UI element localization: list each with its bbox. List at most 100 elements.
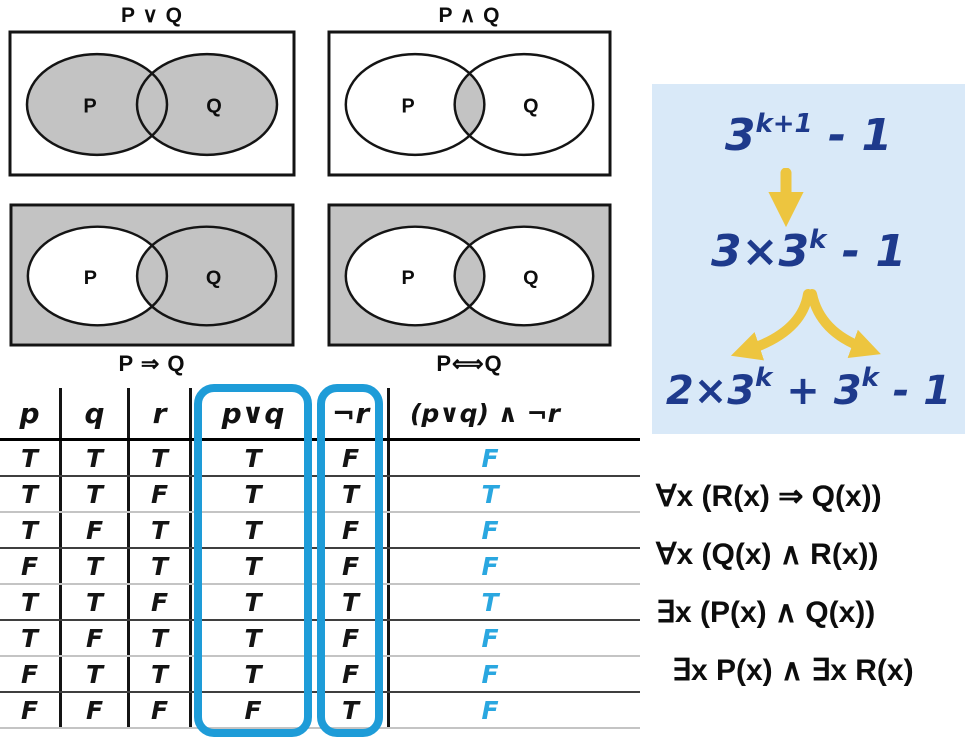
induction-step-2: 3×3k - 1: [652, 225, 965, 277]
truth-value: T: [130, 513, 192, 547]
truth-value: T: [244, 443, 262, 473]
formula-exists-p-and-exists-r: ∃x P(x) ∧ ∃x R(x): [672, 654, 914, 687]
header-not-r: ¬r: [314, 388, 390, 438]
step1-base: 3: [724, 110, 756, 161]
result-value: T: [481, 587, 499, 617]
step3-tail: - 1: [878, 368, 952, 414]
result-value: F: [481, 659, 499, 689]
venn-or-diagram: P Q: [8, 30, 296, 177]
truth-value: T: [314, 477, 390, 511]
truth-value: T: [314, 693, 390, 727]
truth-value: F: [314, 513, 390, 547]
header-q: q: [62, 388, 130, 438]
induction-panel: 3k+1 - 1 3×3k - 1 2×3k + 3k - 1: [652, 84, 965, 434]
truth-value: T: [244, 479, 262, 509]
truth-value: T: [62, 585, 130, 619]
truth-value: T: [0, 585, 62, 619]
truth-value: T: [244, 551, 262, 581]
truth-value: T: [130, 441, 192, 475]
truth-value: F: [0, 549, 62, 583]
truth-value: T: [244, 623, 262, 653]
step1-tail: - 1: [812, 110, 893, 161]
p-set-label: P: [83, 96, 96, 118]
header-r: r: [130, 388, 192, 438]
truth-value: T: [314, 585, 390, 619]
truth-value: F: [314, 621, 390, 655]
truth-value: T: [62, 441, 130, 475]
result-value: T: [481, 479, 499, 509]
truth-value: F: [314, 549, 390, 583]
truth-value: T: [130, 549, 192, 583]
formula-forall-r-implies-q: ∀x (R(x) ⇒ Q(x)): [656, 480, 882, 513]
truth-value: F: [130, 477, 192, 511]
p-set-label: P: [402, 267, 415, 289]
step2-exponent: k: [809, 225, 827, 255]
step2-base: 3×3: [711, 226, 810, 277]
truth-value: T: [62, 477, 130, 511]
truth-value: F: [62, 513, 130, 547]
formula-forall-q-and-r: ∀x (Q(x) ∧ R(x)): [656, 538, 879, 571]
branch-arrows-icon: [730, 289, 881, 361]
result-value: F: [481, 515, 499, 545]
result-value: F: [481, 551, 499, 581]
truth-value: F: [0, 693, 62, 727]
q-set-label: Q: [206, 267, 221, 289]
quantifier-formulas: ∀x (R(x) ⇒ Q(x)) ∀x (Q(x) ∧ R(x)) ∃x (P(…: [650, 468, 976, 700]
venn-iff-title: P⟺Q: [436, 351, 503, 376]
p-set-label: P: [84, 267, 97, 289]
step3-b: + 3: [772, 368, 862, 414]
venn-implies-diagram: P Q: [9, 203, 295, 347]
q-set-label: Q: [206, 96, 222, 118]
truth-table-header: p q r p∨q ¬r (p∨q) ∧ ¬r: [0, 388, 640, 438]
truth-value: T: [0, 441, 62, 475]
truth-value: F: [62, 693, 130, 727]
truth-value: F: [314, 657, 390, 691]
truth-value: F: [314, 441, 390, 475]
formula-exists-p-and-q: ∃x (P(x) ∧ Q(x)): [656, 596, 876, 629]
induction-step-1: 3k+1 - 1: [652, 109, 965, 161]
step3-a: 2×3: [665, 368, 756, 414]
header-result: (p∨q) ∧ ¬r: [410, 398, 560, 428]
venn-or-title: P ∨ Q: [120, 4, 183, 27]
truth-value: T: [244, 587, 262, 617]
step2-tail: - 1: [826, 226, 906, 277]
truth-value: T: [130, 621, 192, 655]
truth-value: T: [0, 513, 62, 547]
result-value: F: [481, 623, 499, 653]
venn-iff-diagram: P Q: [327, 203, 612, 347]
q-set-label: Q: [523, 95, 538, 117]
truth-value: T: [0, 621, 62, 655]
truth-value: T: [244, 515, 262, 545]
truth-value: F: [130, 693, 192, 727]
step1-exponent: k+1: [755, 109, 813, 139]
induction-step-3: 2×3k + 3k - 1: [652, 363, 965, 414]
venn-and-diagram: P Q: [327, 30, 612, 177]
truth-value: T: [244, 659, 262, 689]
step3-b-exponent: k: [861, 363, 879, 393]
truth-value: F: [62, 621, 130, 655]
result-value: F: [481, 443, 499, 473]
truth-value: F: [130, 585, 192, 619]
truth-value: F: [0, 657, 62, 691]
truth-value: T: [0, 477, 62, 511]
step3-a-exponent: k: [755, 363, 773, 393]
truth-value: T: [62, 657, 130, 691]
header-p: p: [0, 388, 62, 438]
truth-value: F: [244, 695, 262, 725]
result-value: F: [481, 695, 499, 725]
truth-value: T: [130, 657, 192, 691]
truth-value: T: [62, 549, 130, 583]
header-p-or-q: p∨q: [221, 396, 285, 430]
venn-implies-title: P ⇒ Q: [118, 351, 186, 376]
